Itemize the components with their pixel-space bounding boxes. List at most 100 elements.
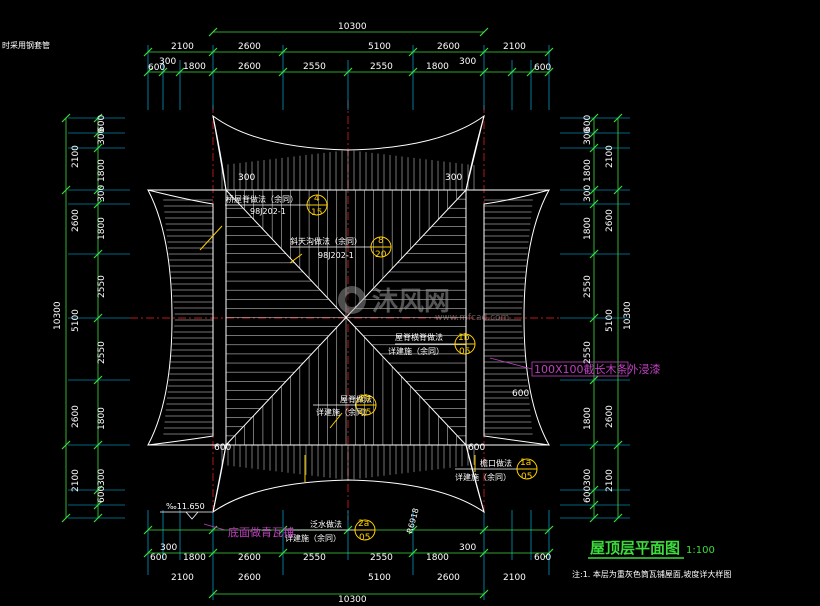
svg-text:2550: 2550 (303, 62, 326, 72)
svg-text:2600: 2600 (71, 405, 81, 428)
svg-text:2100: 2100 (171, 573, 194, 583)
svg-text:600: 600 (97, 486, 107, 503)
svg-text:300: 300 (583, 185, 593, 202)
svg-text:1800: 1800 (426, 553, 449, 563)
svg-text:2600: 2600 (238, 62, 261, 72)
svg-text:2550: 2550 (303, 553, 326, 563)
svg-text:5100: 5100 (368, 573, 391, 583)
svg-text:1800: 1800 (583, 217, 593, 240)
svg-text:1800: 1800 (583, 407, 593, 430)
svg-text:05: 05 (360, 408, 371, 418)
svg-text:05: 05 (521, 472, 532, 482)
svg-text:2600: 2600 (437, 42, 460, 52)
svg-text:2100: 2100 (71, 469, 81, 492)
svg-text:300: 300 (459, 543, 476, 553)
svg-text:15: 15 (311, 208, 322, 218)
svg-text:300: 300 (238, 173, 255, 183)
bottom-dimensions: 600 300 1800 2600 2550 2550 1800 300 600… (150, 543, 551, 605)
dimension-ticks (61, 27, 623, 599)
tile-note: 底面做青瓦铺 (228, 525, 294, 539)
svg-text:300: 300 (583, 469, 593, 486)
svg-text:屋脊横脊做法: 屋脊横脊做法 (395, 332, 443, 342)
svg-text:2100: 2100 (503, 573, 526, 583)
top-note: 时采用钢套管 (2, 40, 50, 50)
svg-text:2100: 2100 (605, 469, 615, 492)
svg-text:桥屋脊做法（余同）: 桥屋脊做法（余同） (226, 194, 298, 204)
svg-text:2600: 2600 (437, 573, 460, 583)
svg-text:600: 600 (148, 63, 165, 73)
callout-leaders (225, 204, 517, 531)
svg-text:300: 300 (160, 543, 177, 553)
svg-text:4: 4 (314, 194, 320, 204)
svg-text:600: 600 (150, 553, 167, 563)
right-dimensions: 10300 2100 2600 5100 2600 2100 600 300 1… (583, 115, 633, 503)
svg-text:5100: 5100 (605, 309, 615, 332)
svg-text:300: 300 (583, 128, 593, 145)
svg-text:2550: 2550 (583, 341, 593, 364)
svg-text:2100: 2100 (71, 145, 81, 168)
svg-text:2600: 2600 (238, 553, 261, 563)
svg-text:2600: 2600 (238, 42, 261, 52)
svg-text:300: 300 (97, 128, 107, 145)
svg-text:600: 600 (214, 443, 231, 453)
beam-note: 100X100截长木条外浸漆 (534, 362, 661, 376)
svg-text:98J202-1: 98J202-1 (250, 207, 286, 216)
svg-text:详建施（余同）: 详建施（余同） (388, 346, 444, 356)
svg-text:斜天沟做法（余同）: 斜天沟做法（余同） (290, 236, 362, 246)
svg-text:屋脊做法: 屋脊做法 (340, 394, 372, 404)
svg-text:详建施（余同）: 详建施（余同） (316, 407, 372, 417)
svg-text:1800: 1800 (426, 62, 449, 72)
svg-text:2100: 2100 (171, 42, 194, 52)
svg-text:5100: 5100 (368, 42, 391, 52)
drawing-scale: 1:100 (686, 545, 715, 556)
svg-text:1a: 1a (520, 458, 531, 468)
svg-text:600: 600 (583, 115, 593, 132)
svg-text:2550: 2550 (97, 341, 107, 364)
svg-text:详建施（余同）: 详建施（余同） (455, 472, 511, 482)
svg-text:600: 600 (97, 115, 107, 132)
svg-text:1800: 1800 (97, 407, 107, 430)
svg-text:泛水做法: 泛水做法 (310, 519, 342, 529)
elevation-label: ‰11.650 (166, 502, 205, 511)
svg-text:8: 8 (378, 236, 384, 246)
svg-text:300: 300 (445, 173, 462, 183)
footnote: 注:1. 本层为重灰色筒瓦铺屋面,坡度详大样图 (572, 569, 731, 579)
svg-text:2600: 2600 (238, 573, 261, 583)
svg-text:600: 600 (583, 486, 593, 503)
svg-text:详建施（余同）: 详建施（余同） (285, 533, 341, 543)
svg-text:2100: 2100 (605, 145, 615, 168)
svg-text:1800: 1800 (97, 159, 107, 182)
svg-text:600: 600 (512, 389, 529, 399)
svg-text:600: 600 (534, 63, 551, 73)
drawing-title: 屋顶层平面图 (590, 539, 680, 557)
svg-text:05: 05 (459, 347, 470, 357)
svg-text:10300: 10300 (338, 595, 367, 605)
svg-text:05: 05 (359, 533, 370, 543)
watermark-text: 沐风网 (372, 287, 450, 317)
local-dimensions: 300 300 600 600 600 (214, 173, 529, 453)
svg-text:2600: 2600 (605, 405, 615, 428)
svg-text:5100: 5100 (71, 309, 81, 332)
roof-tile-hatching (163, 150, 533, 480)
svg-text:2b: 2b (359, 394, 371, 404)
svg-text:1b: 1b (458, 333, 470, 343)
svg-text:檐口做法: 檐口做法 (480, 458, 512, 468)
svg-text:2550: 2550 (370, 62, 393, 72)
svg-text:1800: 1800 (183, 62, 206, 72)
svg-text:300: 300 (159, 57, 176, 67)
magenta-annotations (203, 357, 629, 531)
svg-text:2550: 2550 (583, 275, 593, 298)
extension-lines (68, 45, 630, 600)
svg-text:2600: 2600 (71, 209, 81, 232)
svg-text:2550: 2550 (97, 275, 107, 298)
svg-text:2550: 2550 (370, 553, 393, 563)
svg-text:98J202-1: 98J202-1 (318, 251, 354, 260)
svg-text:600: 600 (468, 443, 485, 453)
svg-text:2600: 2600 (605, 209, 615, 232)
svg-text:300: 300 (97, 185, 107, 202)
svg-text:300: 300 (97, 469, 107, 486)
left-dimensions: 10300 2100 2600 5100 2600 2100 600 300 1… (53, 115, 107, 503)
svg-text:2100: 2100 (503, 42, 526, 52)
svg-text:10300: 10300 (338, 22, 367, 32)
